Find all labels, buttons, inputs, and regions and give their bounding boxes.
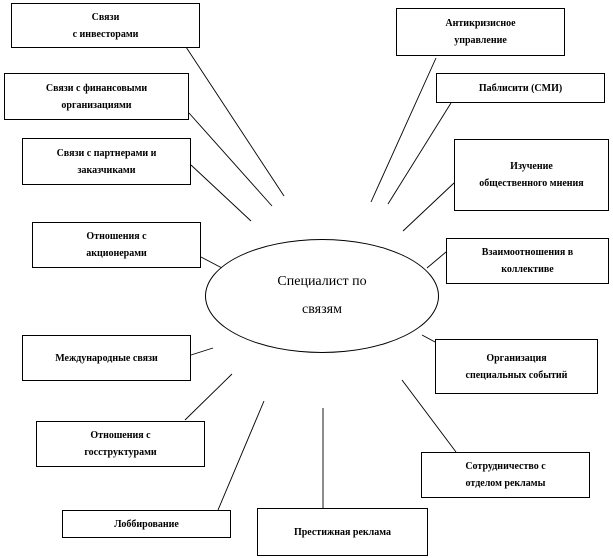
box-government-relations: Отношения с госструктурами [36, 421, 205, 467]
connector-publicity [387, 102, 452, 205]
connector-partners [190, 164, 252, 222]
box-special-events: Организация специальных событий [435, 339, 598, 394]
connector-public-opinion [402, 182, 455, 232]
connector-shareholders [200, 256, 223, 269]
connector-investors [185, 46, 285, 197]
box-partners-and-customers: Связи с партнерами и заказчиками [22, 138, 191, 185]
connector-special-events [421, 334, 436, 343]
box-ad-department-cooperation: Сотрудничество с отделом рекламы [421, 452, 590, 498]
connector-international [190, 347, 214, 356]
box-lobbying: Лоббирование [62, 510, 231, 538]
connector-crisis [370, 57, 437, 203]
box-public-opinion-research: Изучение общественного мнения [454, 139, 609, 211]
box-shareholder-relations: Отношения с акционерами [32, 222, 201, 268]
box-financial-organizations: Связи с финансовыми организациями [4, 73, 189, 120]
box-investor-relations: Связи с инвесторами [11, 3, 200, 48]
connector-lobbying [217, 400, 265, 511]
center-ellipse-pr-specialist: Специалист по связям [205, 239, 439, 353]
connector-team-relations [426, 251, 447, 269]
box-publicity-media: Паблисити (СМИ) [436, 73, 605, 103]
connector-financial-orgs [188, 112, 273, 207]
box-prestige-advertising: Престижная реклама [257, 508, 428, 556]
box-international-relations: Международные связи [22, 335, 191, 381]
box-team-relations: Взаимоотношения в коллективе [446, 238, 609, 284]
connector-government [184, 373, 233, 421]
box-crisis-management: Антикризисное управление [396, 8, 565, 56]
